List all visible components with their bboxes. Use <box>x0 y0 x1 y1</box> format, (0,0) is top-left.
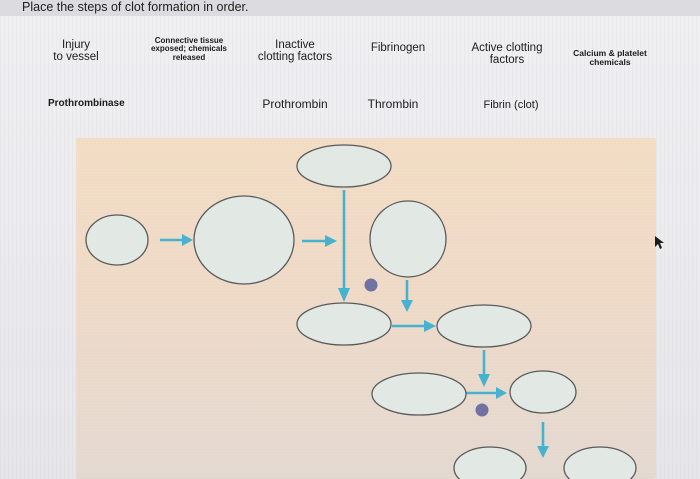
term-label-line: Prothrombin <box>262 97 328 111</box>
term-label-line: factors <box>489 54 525 67</box>
diagram-panel <box>76 138 656 479</box>
term-connective-tissue[interactable]: Connective tissue exposed; chemicals rel… <box>140 36 238 62</box>
term-label-line: Active clotting <box>471 42 543 54</box>
header-bar <box>0 0 700 16</box>
mouse-pointer-icon <box>655 236 664 249</box>
drop-slot-8[interactable] <box>509 370 577 414</box>
arrow-middle-to-right-oval <box>392 320 436 332</box>
term-label-line: Fibrin (clot) <box>483 99 539 111</box>
drop-slot-9[interactable] <box>453 446 527 479</box>
term-label-line: Connective tissue <box>154 36 224 45</box>
term-thrombin[interactable]: Thrombin <box>360 98 426 111</box>
drop-slot-2[interactable] <box>193 195 295 285</box>
term-label-line: chemicals <box>589 56 631 67</box>
term-label-line: Injury <box>61 39 91 51</box>
term-prothrombinase[interactable]: Prothrombinase <box>48 98 136 110</box>
drop-slot-7[interactable] <box>371 372 467 416</box>
term-label-line: clotting factors <box>257 51 333 64</box>
term-label-line: exposed; chemicals <box>150 44 228 54</box>
term-fibrin-clot[interactable]: Fibrin (clot) <box>470 99 552 112</box>
page-title: Place the steps of clot formation in ord… <box>22 0 249 14</box>
term-label-line: Calcium & platelet <box>573 48 647 58</box>
drop-slot-6[interactable] <box>436 304 532 348</box>
term-label-line: to vessel <box>53 51 99 64</box>
term-inactive-clotting-factors[interactable]: Inactive clotting factors <box>250 39 340 63</box>
term-label-line: released <box>172 52 206 62</box>
term-prothrombin[interactable]: Prothrombin <box>252 98 338 111</box>
term-fibrinogen[interactable]: Fibrinogen <box>360 42 436 54</box>
arrow-right-oval-down <box>478 350 490 387</box>
term-label-line: Fibrinogen <box>370 42 426 54</box>
term-injury-to-vessel[interactable]: Injury to vessel <box>47 39 105 63</box>
drop-slot-5[interactable] <box>296 302 392 346</box>
term-label-line: Prothrombinase <box>48 98 125 109</box>
drop-slot-1[interactable] <box>85 214 149 266</box>
term-active-clotting-factors[interactable]: Active clotting factors <box>462 42 552 66</box>
arrow-bottom-junction-right <box>466 387 507 399</box>
arrow-slot2-to-junction <box>302 235 337 247</box>
drop-slot-10[interactable] <box>563 446 637 479</box>
term-label-line: Thrombin <box>367 97 419 111</box>
arrow-top-to-middle <box>338 190 350 302</box>
arrow-right-circle-down <box>401 280 413 312</box>
term-label-line: Inactive <box>275 39 315 51</box>
catalyst-dot <box>475 403 489 417</box>
term-calcium-platelet-chemicals[interactable]: Calcium & platelet chemicals <box>565 49 655 67</box>
arrow-slot1-to-slot2 <box>160 234 193 246</box>
arrow-bottom-right-down <box>537 422 549 458</box>
drop-slot-4[interactable] <box>369 200 447 278</box>
drop-slot-3[interactable] <box>296 144 392 188</box>
catalyst-dot <box>364 278 378 292</box>
